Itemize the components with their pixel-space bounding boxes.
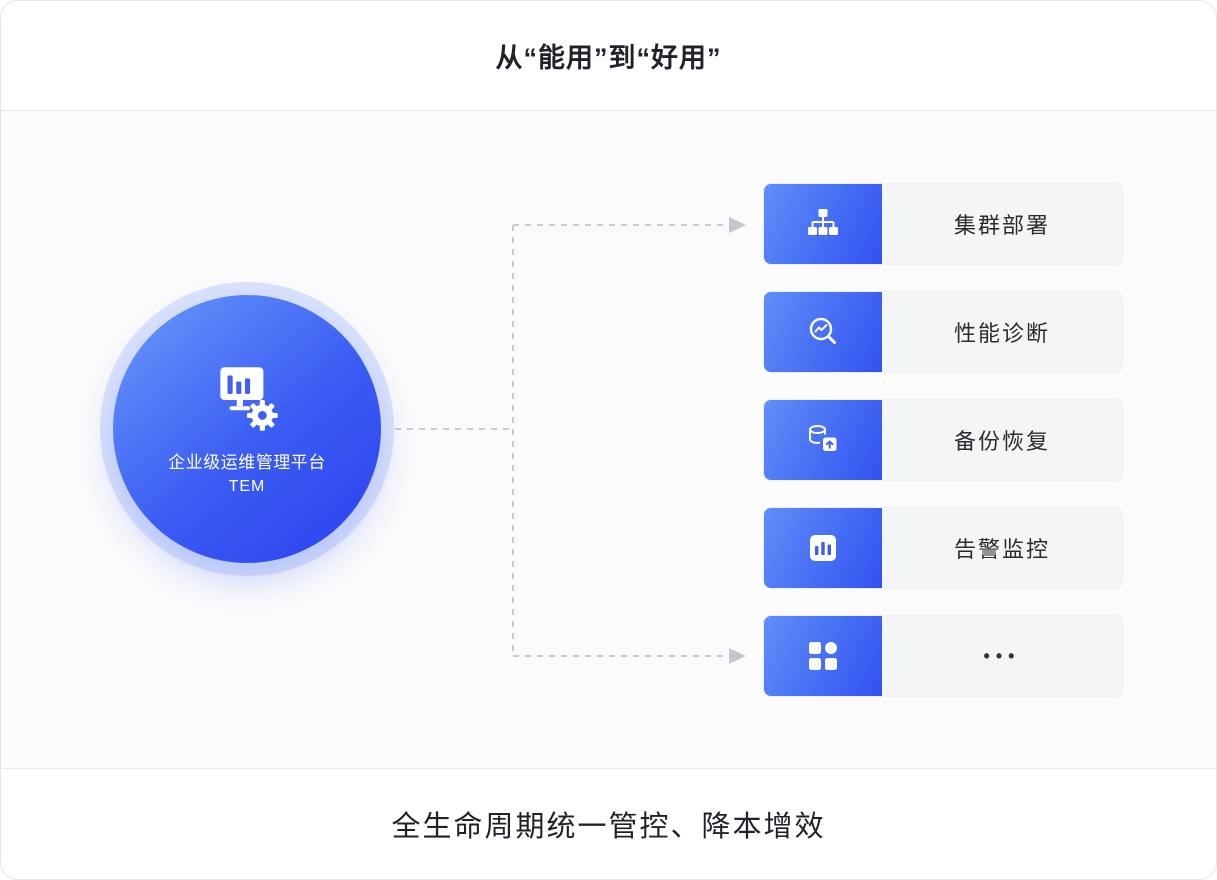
feature-label: 告警监控 [953,537,1050,562]
feature-label-more: ••• [983,645,1021,666]
header: 从“能用”到“好用” [1,1,1216,111]
feature-card-more[interactable]: ••• [763,615,1123,697]
arrowhead-top-icon [729,217,746,233]
feature-label-box: 备份恢复 [882,400,1122,480]
footer: 全生命周期统一管控、降本增效 [1,769,1216,879]
feature-label-box: 性能诊断 [882,292,1122,372]
feature-card-cluster-deploy[interactable]: 集群部署 [763,183,1123,265]
performance-magnifier-icon [764,292,882,372]
diagram-area: 企业级运维管理平台 TEM [1,111,1216,769]
feature-card-alert-monitoring[interactable]: 告警监控 [763,507,1123,589]
backup-database-icon [764,400,882,480]
feature-label-box: 集群部署 [882,184,1122,264]
hub-circle: 企业级运维管理平台 TEM [113,295,381,563]
feature-card-backup-restore[interactable]: 备份恢复 [763,399,1123,481]
ops-monitor-gear-icon [206,359,288,442]
feature-label-box: 告警监控 [882,508,1122,588]
more-apps-grid-icon [764,616,882,696]
hub-subtitle: TEM [228,478,266,496]
alert-bar-chart-icon [764,508,882,588]
cluster-topology-icon [764,184,882,264]
hub-title: 企业级运维管理平台 [168,452,326,472]
footer-text: 全生命周期统一管控、降本增效 [391,811,826,843]
feature-label: 备份恢复 [953,429,1050,454]
feature-card-list: 集群部署 性能诊断 [763,183,1123,697]
feature-card-performance-diagnosis[interactable]: 性能诊断 [763,291,1123,373]
page-title: 从“能用”到“好用” [495,43,722,73]
feature-label: 性能诊断 [953,321,1050,346]
arrowhead-bottom-icon [729,648,746,664]
feature-label-box: ••• [882,616,1122,696]
feature-label: 集群部署 [953,213,1050,238]
